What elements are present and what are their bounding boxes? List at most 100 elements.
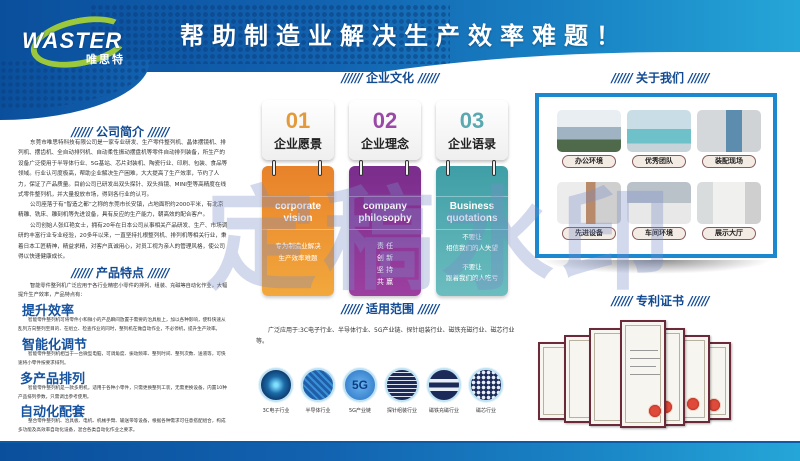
slash-decoration: ////// <box>418 302 439 316</box>
card-english-title: Business quotations <box>436 196 508 230</box>
about-section-title: ////// 关于我们 ////// <box>590 69 730 86</box>
slash-decoration: ////// <box>148 125 169 139</box>
card-line: 不要让 <box>462 263 482 271</box>
logo-text: WASTER <box>22 28 123 53</box>
scope-label: 半导体行业 <box>305 408 331 414</box>
feature-title-4: 自动化配套 <box>20 405 86 420</box>
photo-label: 车间环境 <box>632 227 686 240</box>
header-dot-pattern <box>90 4 450 64</box>
magnet-charging-icon <box>427 368 461 402</box>
card-line: 创 新 <box>376 254 394 262</box>
feature-title-3: 多产品排列 <box>20 372 86 387</box>
feature-text-1: 智能零件整列机可将零件小和微小的产品瞬间放置于需要的治具板上，加以各种影响，使料… <box>18 318 226 332</box>
culture-card-vision-header: 01 企业愿景 <box>262 100 334 160</box>
equipment-photo <box>557 182 621 224</box>
features-title-text: 产品特点 <box>95 266 144 280</box>
semiconductor-icon <box>301 368 335 402</box>
features-intro: 智能零件整列机广泛应用于各行业精密小零件的排列、组装、充磁等自动化作业，大幅提升… <box>18 283 228 298</box>
binder-ring-icon <box>405 160 409 176</box>
about-title-text: 关于我们 <box>635 71 684 85</box>
intro-paragraph-2: 公司座落于有“智造之都”之称的东莞市长安镇，占地面积约2000平米，有北京精雕、… <box>18 202 224 219</box>
slash-decoration: ////// <box>611 294 633 308</box>
scope-text: 广泛应用于:3C电子行业、半导体行业、5G产业链、探针组装行业、磁铁充磁行业、磁… <box>256 327 515 345</box>
team-photo <box>627 110 691 152</box>
culture-title-text: 企业文化 <box>365 71 414 85</box>
office-photo <box>557 110 621 152</box>
binder-ring-icon <box>359 160 363 176</box>
workshop-photo <box>627 182 691 224</box>
card-number: 02 <box>372 108 398 133</box>
card-name: 企业理念 <box>360 137 409 151</box>
patent-certificate-main <box>620 320 666 428</box>
slash-decoration: ////// <box>688 294 709 308</box>
culture-card-philosophy-header: 02 企业理念 <box>349 100 421 160</box>
company-logo: WASTER 唯思特 <box>22 8 140 76</box>
culture-card-philosophy-body: company philosophy 责 任 创 新 坚 持 共 赢 <box>349 160 421 296</box>
feature-text-3: 智能零件整列机是一款多用机，适用于各种小零件，只需更换整列工装，无需更换设备，内… <box>18 386 227 400</box>
scope-section-title: ////// 适用范围 ////// <box>320 300 460 317</box>
culture-card-quotations-body: Business quotations 不要让 相信我们的人失望 不要让 跟着我… <box>436 160 508 296</box>
culture-card-quotations-header: 03 企业语录 <box>436 100 508 160</box>
photo-label: 先进设备 <box>562 227 616 240</box>
binder-ring-icon <box>446 160 450 176</box>
card-chinese-text: 不要让 相信我们的人失望 不要让 跟着我们的人吃亏 <box>436 232 508 284</box>
card-chinese-text: 责 任 创 新 坚 持 共 赢 <box>349 240 421 288</box>
card-line: 共 赢 <box>376 278 394 286</box>
slash-decoration: ////// <box>418 71 439 85</box>
culture-section-title: ////// 企业文化 ////// <box>320 69 460 86</box>
slash-decoration: ////// <box>688 71 709 85</box>
card-line: 生产效率难题 <box>278 254 318 262</box>
binder-ring-icon <box>492 160 496 176</box>
card-name: 企业语录 <box>447 137 496 151</box>
slash-decoration: ////// <box>611 71 633 85</box>
feature-title-1: 提升效率 <box>22 304 75 319</box>
culture-card-vision-body: corporate vision 专为制造业解决 生产效率难题 <box>262 160 334 296</box>
slash-decoration: ////// <box>341 302 363 316</box>
slash-decoration: ////// <box>71 266 93 280</box>
intro-paragraph-1: 东莞市唯思特科技有限公司是一家专业研发、生产零件整列机、晶体摆镜机、排列机、摆齿… <box>18 140 228 199</box>
card-english-title: company philosophy <box>349 196 421 230</box>
scope-label: 磁芯行业 <box>475 408 496 414</box>
magnetic-core-icon <box>469 368 503 402</box>
card-line: 不要让 <box>462 233 482 241</box>
card-chinese-text: 专为制造业解决 生产效率难题 <box>262 240 334 264</box>
slash-decoration: ////// <box>341 71 363 85</box>
scope-label: 探针组装行业 <box>386 408 417 414</box>
scope-label: 5G产业链 <box>348 408 372 414</box>
photo-label: 装配现场 <box>702 155 756 168</box>
assembly-site-photo <box>697 110 761 152</box>
card-line: 相信我们的人失望 <box>446 244 498 252</box>
patent-title-text: 专利证书 <box>635 294 684 308</box>
left-dot-pattern <box>0 60 150 110</box>
intro-section-title: ////// 公司简介 ////// <box>40 123 200 140</box>
probe-assembly-icon <box>385 368 419 402</box>
scope-title-text: 适用范围 <box>365 302 414 316</box>
card-line: 跟着我们的人吃亏 <box>446 274 498 282</box>
logo-subtext: 唯思特 <box>86 53 125 66</box>
feature-text-2: 智能零件整列机相当于一台微型电脑，可调角度、振动频率、整列时间、整列次数、送液等… <box>18 352 226 366</box>
showroom-photo <box>697 182 761 224</box>
page-title: 帮助制造业解决生产效率难题！ <box>180 22 628 50</box>
features-section-title: ////// 产品特点 ////// <box>40 264 200 281</box>
intro-paragraph-3: 公司创始人张红艳女士，拥有20年在日本公司从事相关产品研发、生产、市场调研的丰富… <box>18 223 228 261</box>
scope-label: 磁铁充磁行业 <box>428 408 459 414</box>
card-english-title: corporate vision <box>262 196 334 230</box>
spacer <box>436 254 508 262</box>
5g-icon: 5G <box>343 368 377 402</box>
card-line: 专为制造业解决 <box>275 242 321 250</box>
electronics-3c-icon <box>259 368 293 402</box>
photo-label: 办公环境 <box>562 155 616 168</box>
card-line: 责 任 <box>376 242 394 250</box>
patent-section-title: ////// 专利证书 ////// <box>580 292 740 309</box>
scope-label: 3C电子行业 <box>262 408 290 414</box>
intro-title-text: 公司简介 <box>95 125 144 139</box>
about-box-shadow <box>540 260 772 274</box>
card-number: 03 <box>459 108 485 133</box>
card-line: 坚 持 <box>376 266 394 274</box>
footer-band <box>0 441 800 461</box>
photo-label: 优秀团队 <box>632 155 686 168</box>
card-number: 01 <box>285 108 311 133</box>
card-name: 企业愿景 <box>273 137 322 151</box>
feature-title-2: 智能化调节 <box>22 338 88 353</box>
